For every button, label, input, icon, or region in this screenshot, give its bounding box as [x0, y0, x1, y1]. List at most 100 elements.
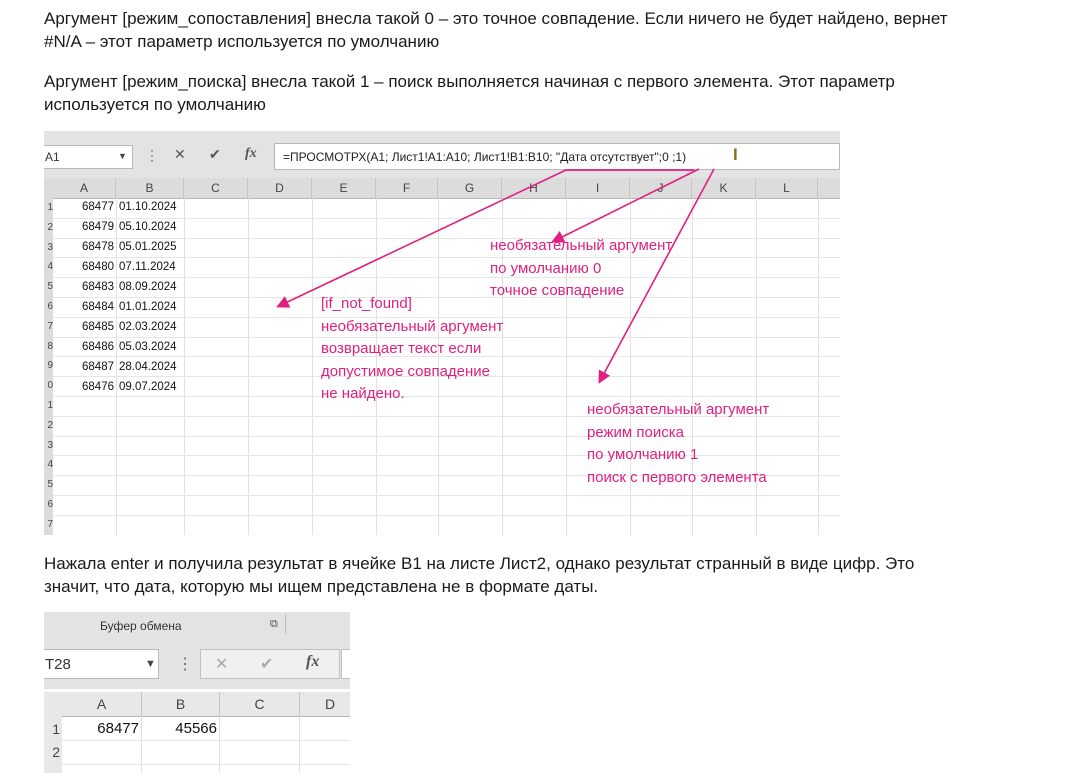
- row-number[interactable]: 1: [52, 721, 60, 737]
- column-header[interactable]: A: [53, 178, 116, 198]
- annotation-line: по умолчанию 1: [587, 446, 699, 463]
- paragraph-2-line-1: Аргумент [режим_поиска] внесла такой 1 –…: [44, 72, 895, 91]
- formula-input[interactable]: [341, 649, 350, 679]
- row-number[interactable]: 1: [47, 400, 53, 411]
- cell-b[interactable]: 05.01.2025: [119, 241, 177, 253]
- row-number[interactable]: 3: [47, 241, 53, 253]
- cell-b[interactable]: 05.10.2024: [119, 221, 177, 233]
- grid-line: [53, 455, 840, 457]
- row-number[interactable]: 8: [47, 340, 53, 352]
- row-number[interactable]: 2: [52, 744, 60, 760]
- paragraph-1-line-2: #N/A – этот параметр используется по умо…: [44, 32, 440, 51]
- annotation-line: необязательный аргумент: [321, 317, 504, 335]
- cell-b[interactable]: 09.07.2024: [119, 381, 177, 393]
- formula-buttons: [200, 649, 340, 679]
- name-box[interactable]: T28: [44, 649, 159, 679]
- grid-line: [141, 716, 142, 773]
- name-box[interactable]: A1: [44, 145, 133, 169]
- row-number[interactable]: 6: [47, 301, 53, 312]
- grid-line: [53, 316, 840, 318]
- cell-b1[interactable]: 45566: [175, 720, 217, 737]
- column-header[interactable]: E: [312, 178, 376, 198]
- dialog-launcher-icon[interactable]: ⧉: [270, 618, 278, 630]
- grid-line: [184, 198, 185, 535]
- ribbon-divider: [285, 614, 286, 634]
- row-number[interactable]: 7: [47, 320, 53, 332]
- grid-line: [630, 198, 631, 535]
- cell-a[interactable]: 68476: [82, 381, 114, 393]
- row-number[interactable]: 4: [47, 459, 53, 471]
- cell-b[interactable]: 08.09.2024: [119, 281, 177, 293]
- annotation-line: поиск с первого элемента: [587, 468, 767, 486]
- column-header[interactable]: C: [184, 178, 248, 198]
- cell-a[interactable]: 68483: [82, 281, 114, 293]
- column-header[interactable]: C: [220, 692, 300, 716]
- column-header[interactable]: G: [438, 178, 502, 198]
- fx-button[interactable]: fx: [306, 653, 320, 670]
- cell-b[interactable]: 05.03.2024: [119, 341, 177, 353]
- arrow-match-mode: [551, 168, 700, 243]
- column-header[interactable]: F: [376, 178, 438, 198]
- cell-b[interactable]: 02.03.2024: [119, 321, 177, 333]
- chevron-down-icon[interactable]: ▼: [145, 658, 156, 670]
- cell-a1[interactable]: 68477: [97, 720, 139, 737]
- cell-a[interactable]: 68477: [82, 201, 114, 213]
- name-box-value: A1: [45, 150, 60, 164]
- annotation-line: необязательный аргумент: [490, 237, 673, 254]
- column-header[interactable]: D: [324, 696, 336, 712]
- row-number[interactable]: 5: [47, 281, 53, 293]
- row-number[interactable]: 6: [47, 499, 53, 510]
- check-icon[interactable]: ✔: [260, 656, 274, 673]
- column-header[interactable]: L: [756, 178, 818, 198]
- cell-a[interactable]: 68479: [82, 221, 114, 233]
- formula-input[interactable]: =ПРОСМОТРХ(A1; Лист1!A1:A10; Лист1!B1:B1…: [274, 143, 840, 170]
- column-header[interactable]: K: [692, 178, 756, 198]
- row-number[interactable]: 9: [47, 360, 53, 372]
- cell-b[interactable]: 28.04.2024: [119, 361, 177, 373]
- cell-a[interactable]: 68485: [82, 321, 114, 333]
- row-number[interactable]: 3: [47, 439, 53, 451]
- cell-a[interactable]: 68480: [82, 261, 114, 273]
- column-header[interactable]: D: [248, 178, 312, 198]
- arrow-if-not-found: [276, 169, 567, 308]
- column-header[interactable]: A: [62, 692, 142, 716]
- ribbon-group-label: Буфер обмена: [100, 619, 182, 633]
- row-number[interactable]: 4: [47, 261, 53, 273]
- grid-line: [53, 257, 840, 259]
- paragraph-2-line-2: используется по умолчанию: [44, 95, 266, 114]
- formula-text: =ПРОСМОТРХ(A1; Лист1!A1:A10; Лист1!B1:B1…: [283, 149, 687, 164]
- close-icon[interactable]: ✕: [215, 656, 229, 673]
- cell-a[interactable]: 68484: [82, 301, 114, 313]
- grid-line: [438, 198, 439, 535]
- check-icon[interactable]: ✔: [209, 146, 221, 162]
- column-header[interactable]: B: [116, 178, 184, 198]
- row-number[interactable]: 1: [47, 202, 53, 213]
- cell-b[interactable]: 01.01.2024: [119, 301, 177, 313]
- close-icon[interactable]: ✕: [174, 146, 186, 162]
- grid-line: [53, 415, 840, 417]
- chevron-down-icon[interactable]: ▼: [118, 151, 127, 161]
- cell-b[interactable]: 01.10.2024: [119, 201, 177, 213]
- row-number[interactable]: 2: [47, 419, 53, 431]
- annotation-line: необязательный аргумент: [587, 401, 770, 418]
- cell-a[interactable]: 68478: [82, 241, 114, 253]
- grid-line: [53, 475, 840, 477]
- cell-a[interactable]: 68486: [82, 341, 114, 353]
- fx-button[interactable]: fx: [245, 146, 257, 161]
- cell-a[interactable]: 68487: [82, 361, 114, 373]
- column-header[interactable]: I: [566, 178, 630, 198]
- row-number[interactable]: 7: [47, 518, 53, 530]
- column-header[interactable]: H: [502, 178, 566, 198]
- grid-line: [53, 435, 840, 437]
- grid-line: [53, 356, 840, 358]
- column-header[interactable]: B: [142, 692, 220, 716]
- grid-line: [53, 297, 840, 298]
- grid-line: [53, 277, 840, 279]
- row-number[interactable]: 0: [47, 380, 53, 392]
- grid-line: [62, 740, 350, 741]
- text-cursor-icon: I: [733, 145, 738, 164]
- row-number[interactable]: 5: [47, 479, 53, 491]
- row-number[interactable]: 2: [47, 221, 53, 233]
- cell-b[interactable]: 07.11.2024: [119, 261, 176, 273]
- grid-line: [116, 198, 117, 535]
